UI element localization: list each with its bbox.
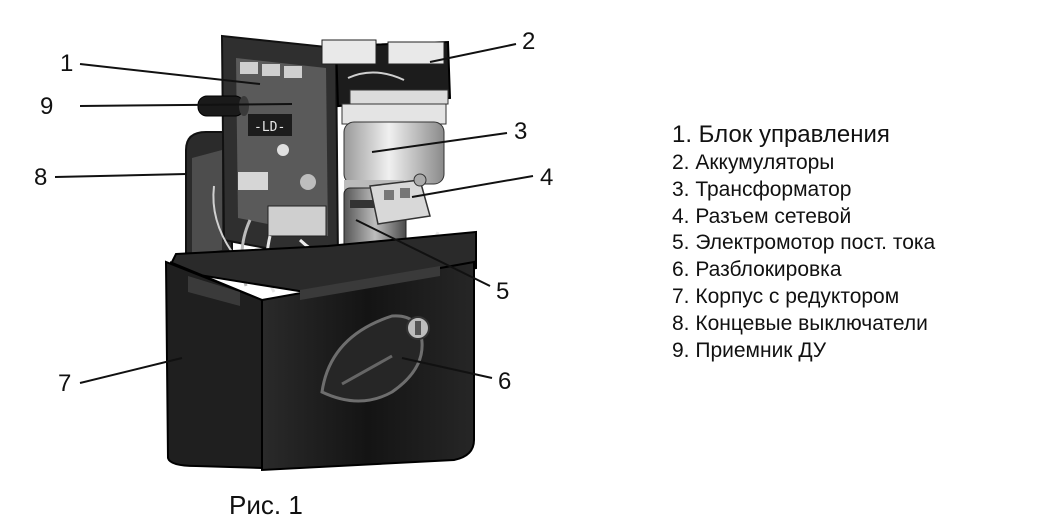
transformer <box>341 103 447 190</box>
leader-9 <box>79 103 293 107</box>
legend-item: 7. Корпус с редуктором <box>672 284 900 308</box>
legend-item: 4. Разъем сетевой <box>672 204 852 228</box>
leader-2 <box>429 43 517 63</box>
legend-item: 1. Блок управления <box>672 121 890 148</box>
callout-4: 4 <box>540 164 554 191</box>
legend-item: 3. Трансформатор <box>672 177 852 201</box>
leader-lines <box>54 43 534 384</box>
callout-5: 5 <box>496 278 510 305</box>
legend-item: 8. Концевые выключатели <box>672 311 928 335</box>
battery-block <box>321 39 452 108</box>
legend-item: 6. Разблокировка <box>672 258 842 282</box>
figure-caption: Рис. 1 <box>229 490 303 520</box>
control-board: -LD- <box>220 34 340 293</box>
leader-8 <box>54 173 187 178</box>
callout-8: 8 <box>34 164 48 191</box>
leader-3 <box>371 132 508 153</box>
release-handle <box>320 314 430 403</box>
legend-item: 2. Аккумуляторы <box>672 151 835 174</box>
callout-9: 9 <box>40 93 54 120</box>
leader-1 <box>79 63 261 85</box>
side-frame <box>185 131 233 263</box>
callout-7: 7 <box>58 370 72 397</box>
legend-item: 5. Электромотор пост. тока <box>672 231 936 255</box>
callout-1: 1 <box>60 50 74 77</box>
legend-item: 9. Приемник ДУ <box>672 338 827 362</box>
mains-connector <box>369 173 431 225</box>
callout-3: 3 <box>514 118 528 145</box>
leader-4 <box>411 175 534 198</box>
svg-text:-LD-: -LD- <box>254 120 285 135</box>
leader-7 <box>79 357 183 384</box>
leader-5 <box>355 219 491 287</box>
leader-6 <box>401 357 493 379</box>
capacitor <box>197 95 249 117</box>
housing <box>164 230 477 472</box>
callout-2: 2 <box>522 28 536 55</box>
callout-6: 6 <box>498 368 512 395</box>
parts-legend: 1. Блок управления 2. Аккумуляторы 3. Тр… <box>672 120 935 364</box>
